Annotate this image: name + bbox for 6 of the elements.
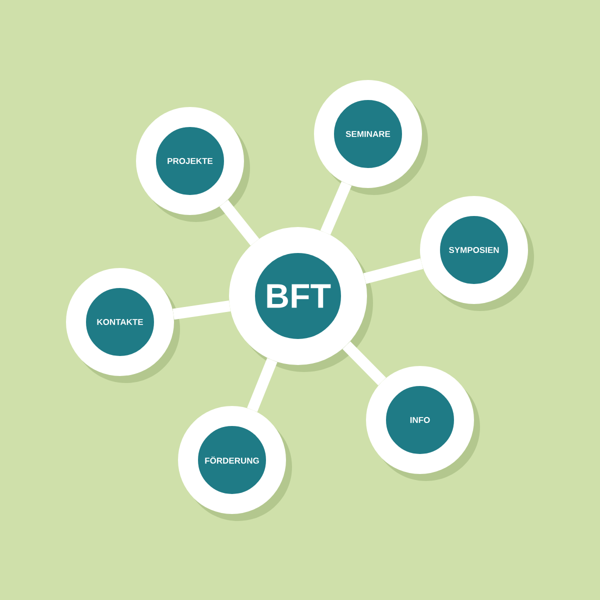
connector-stem — [320, 181, 352, 235]
connector-stem — [363, 258, 424, 284]
connector-stem — [342, 341, 386, 386]
connector-stem — [247, 358, 278, 412]
connector-stem — [172, 300, 231, 320]
connector-stem — [219, 200, 260, 246]
